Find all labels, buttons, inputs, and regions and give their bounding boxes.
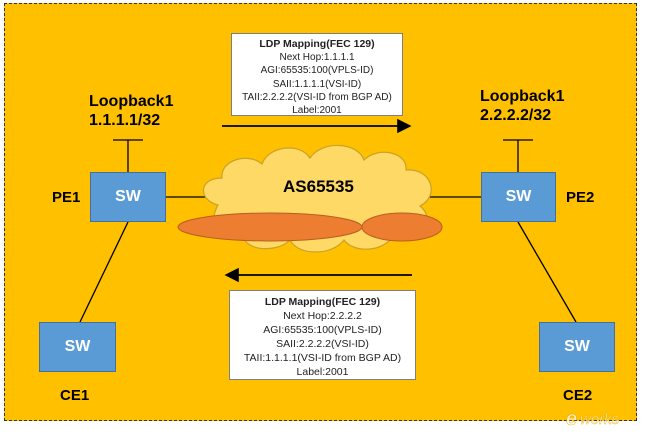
ce2-switch-label: SW xyxy=(564,338,590,355)
pe1-loopback-label: Loopback1 1.1.1.1/32 xyxy=(89,92,173,130)
pe2-loopback-address: 2.2.2.2/32 xyxy=(480,107,552,124)
svg-text:e: e xyxy=(566,408,577,430)
pe2-loopback-name: Loopback1 xyxy=(480,88,565,105)
pe1-switch-label: SW xyxy=(115,188,141,205)
ldp-mapping-top-line: SAII:1.1.1.1(VSI-ID) xyxy=(272,78,362,90)
eworks-logo: e works xyxy=(566,408,620,431)
ldp-mapping-bottom-line: Label:2001 xyxy=(296,366,349,378)
pw-tunnel-right xyxy=(361,212,443,242)
ldp-mapping-bottom-line: Next Hop:2.2.2.2 xyxy=(283,310,362,322)
ldp-mapping-top-title: LDP Mapping(FEC 129) xyxy=(259,38,375,50)
svg-text:works: works xyxy=(580,411,620,428)
ldp-mapping-bottom-line: TAII:1.1.1.1(VSI-ID from BGP AD) xyxy=(243,352,402,364)
ce1-switch-label: SW xyxy=(64,338,91,355)
as-label: AS65535 xyxy=(283,177,354,196)
ldp-mapping-top-line: Next Hop:1.1.1.1 xyxy=(279,52,355,64)
ldp-mapping-top-line: Label:2001 xyxy=(292,105,342,117)
ldp-mapping-top-line: TAII:2.2.2.2(VSI-ID from BGP AD) xyxy=(242,91,392,103)
ldp-mapping-bottom-line: SAII:2.2.2.2(VSI-ID) xyxy=(276,338,369,350)
pe2-switch: SW xyxy=(481,172,556,222)
pe1-loopback-address: 1.1.1.1/32 xyxy=(89,112,161,129)
ce2-label: CE2 xyxy=(563,387,593,404)
pe1-ce1-link xyxy=(79,221,129,323)
pw-tunnel-left xyxy=(177,212,363,242)
ce1-label: CE1 xyxy=(60,387,90,404)
ldp-mapping-bottom-line: AGI:65535:100(VPLS-ID) xyxy=(263,324,382,336)
pe1-loopback-name: Loopback1 xyxy=(89,93,174,110)
pe2-switch-label: SW xyxy=(505,188,532,205)
pe2-label: PE2 xyxy=(566,189,595,206)
pe1-label: PE1 xyxy=(52,189,81,206)
ce1-switch: SW xyxy=(39,322,116,372)
pe2-loopback-label: Loopback1 2.2.2.2/32 xyxy=(480,87,564,125)
ldp-mapping-top: LDP Mapping(FEC 129) Next Hop:1.1.1.1 AG… xyxy=(231,33,403,116)
pe1-switch: SW xyxy=(90,172,166,222)
ldp-mapping-top-line: AGI:65535:100(VPLS-ID) xyxy=(260,65,374,77)
ldp-mapping-bottom: LDP Mapping(FEC 129) Next Hop:2.2.2.2 AG… xyxy=(229,290,416,380)
pe2-ce2-link xyxy=(517,221,577,323)
ldp-mapping-bottom-title: LDP Mapping(FEC 129) xyxy=(264,296,381,308)
ce2-switch: SW xyxy=(539,322,615,372)
